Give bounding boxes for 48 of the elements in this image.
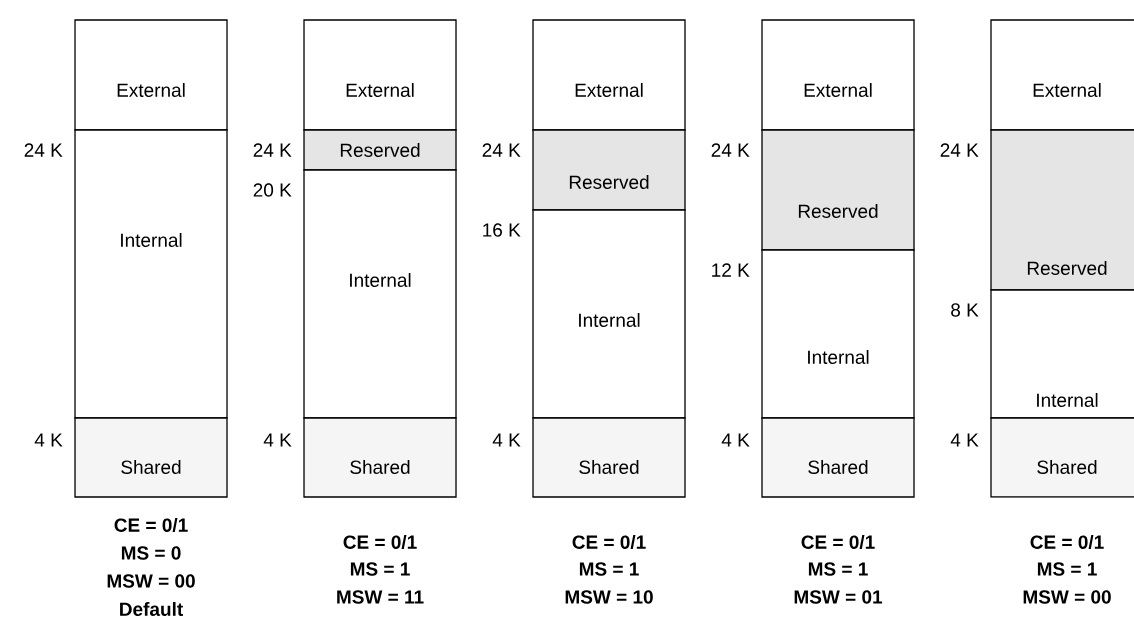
address-label: 16 K <box>483 223 521 237</box>
memory-region: Shared <box>532 417 686 498</box>
memory-region: Shared <box>761 417 915 498</box>
memory-region: Reserved <box>303 129 457 171</box>
memory-region: Reserved <box>532 129 686 211</box>
mode-setting: Default <box>120 602 183 616</box>
memory-region: Internal <box>990 289 1134 419</box>
memory-region: External <box>761 19 915 131</box>
mode-setting: MSW = 10 <box>565 590 653 604</box>
memory-region: External <box>303 19 457 131</box>
memory-region: Reserved <box>990 129 1134 291</box>
mode-setting: CE = 0/1 <box>114 517 188 533</box>
mode-setting: MS = 1 <box>579 562 639 576</box>
memory-region: Reserved <box>761 129 915 251</box>
memory-region: Shared <box>990 417 1134 498</box>
memory-region: Internal <box>532 209 686 419</box>
mode-setting: MS = 1 <box>808 562 868 576</box>
mode-setting: MS = 0 <box>121 546 181 560</box>
address-label: 20 K <box>253 183 292 197</box>
address-label: 24 K <box>940 143 979 157</box>
address-label: 12 K <box>712 263 750 277</box>
memory-region: Internal <box>761 249 915 419</box>
address-label: 4 K <box>721 433 750 447</box>
memory-region: External <box>990 19 1134 131</box>
address-label: 24 K <box>711 143 750 157</box>
memory-region: Shared <box>303 417 457 498</box>
address-label: 4 K <box>492 433 521 447</box>
mode-setting: MS = 1 <box>1037 562 1097 576</box>
mode-setting: MSW = 11 <box>337 590 424 604</box>
address-label: 4 K <box>34 433 63 447</box>
address-label: 24 K <box>253 143 292 157</box>
address-label: 4 K <box>950 433 979 447</box>
mode-setting: MS = 1 <box>350 562 410 576</box>
mode-setting: CE = 0/1 <box>801 534 875 550</box>
memory-region: External <box>74 19 228 131</box>
address-label: 4 K <box>263 433 292 447</box>
mode-setting: CE = 0/1 <box>1030 534 1104 550</box>
address-label: 8 K <box>951 303 979 317</box>
mode-setting: MSW = 00 <box>1023 590 1111 604</box>
memory-region: Shared <box>74 417 228 498</box>
address-label: 24 K <box>482 143 521 157</box>
mode-setting: MSW = 01 <box>794 590 883 604</box>
address-label: 24 K <box>24 143 63 157</box>
memory-region: Internal <box>303 169 457 419</box>
mode-setting: CE = 0/1 <box>572 534 646 550</box>
mode-setting: CE = 0/1 <box>343 534 417 550</box>
mode-setting: MSW = 00 <box>107 574 195 588</box>
memory-region: External <box>532 19 686 131</box>
